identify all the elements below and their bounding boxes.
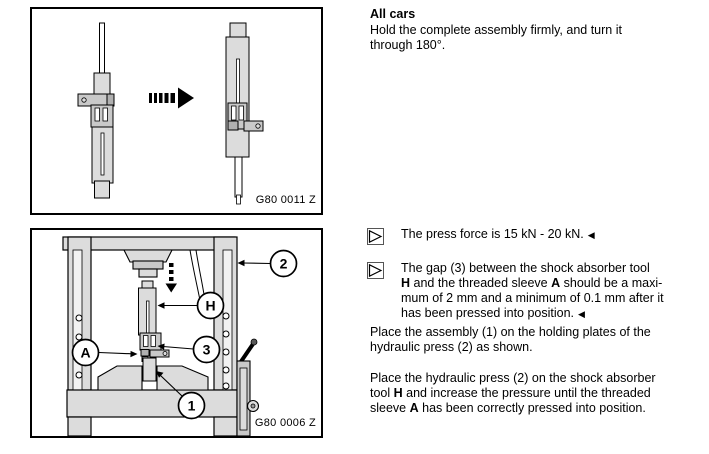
figure-caption: G80 0011 Z: [252, 194, 316, 206]
note-text-line: has been pressed into position.◀: [401, 306, 585, 320]
callout-tool-H: H: [157, 291, 225, 320]
shock-absorber-upright: [77, 22, 115, 199]
instruction-line: Place the hydraulic press (2) on the sho…: [370, 371, 656, 385]
svg-text:1: 1: [188, 398, 196, 414]
callout-press-frame: 2: [237, 249, 298, 278]
svg-text:H: H: [205, 298, 215, 314]
note-press-force: The press force is 15 kN - 20 kN.◀: [367, 227, 595, 245]
press-direction-arrow-icon: [165, 263, 177, 293]
figure-flip-assembly: G80 0011 Z: [30, 7, 323, 215]
instruction-line: Place the assembly (1) on the holding pl…: [370, 325, 651, 339]
callouts: 2 H 3 A: [71, 249, 298, 420]
shock-absorber-inverted: [225, 22, 264, 205]
note-text-line: The gap (3) between the shock absorber t…: [401, 261, 650, 275]
note-text-line: mum of 2 mm and a minimum of 0.1 mm afte…: [401, 291, 664, 305]
press-ram: [123, 249, 173, 278]
instruction-line: tool H and increase the pressure until t…: [370, 386, 651, 400]
callout-assembly: 1: [156, 371, 206, 420]
intro-line-1: Hold the complete assembly firmly, and t…: [370, 23, 622, 37]
hydraulic-pump: [236, 338, 260, 436]
figure-caption: G80 0006 Z: [251, 417, 316, 429]
flip-assembly-drawing: [77, 22, 264, 205]
note-flag-icon: [367, 262, 384, 279]
callout-gap: 3: [157, 335, 221, 364]
instruction-line: hydraulic press (2) as shown.: [370, 340, 533, 354]
callout-sleeve-A: A: [71, 338, 138, 367]
note-text-line: H and the threaded sleeve A should be a …: [401, 276, 663, 290]
figure-hydraulic-press: 2 H 3 A: [30, 228, 323, 438]
section-heading: All cars: [370, 7, 416, 21]
shock-absorber-tool-drawing: [138, 280, 170, 382]
flip-arrow-icon: [149, 87, 194, 109]
intro-line-2: through 180°.: [370, 38, 446, 52]
note-flag-icon: [367, 228, 384, 245]
note-text: The press force is 15 kN - 20 kN.◀: [401, 227, 595, 241]
note-gap-spec: The gap (3) between the shock absorber t…: [367, 261, 664, 322]
end-of-note-icon: ◀: [587, 230, 595, 240]
svg-text:2: 2: [280, 256, 288, 272]
svg-text:3: 3: [203, 342, 211, 358]
hydraulic-press-drawing: 2 H 3 A: [62, 236, 298, 436]
end-of-note-icon: ◀: [578, 309, 585, 319]
instruction-line: sleeve A has been correctly pressed into…: [370, 401, 646, 415]
svg-text:A: A: [80, 345, 90, 361]
